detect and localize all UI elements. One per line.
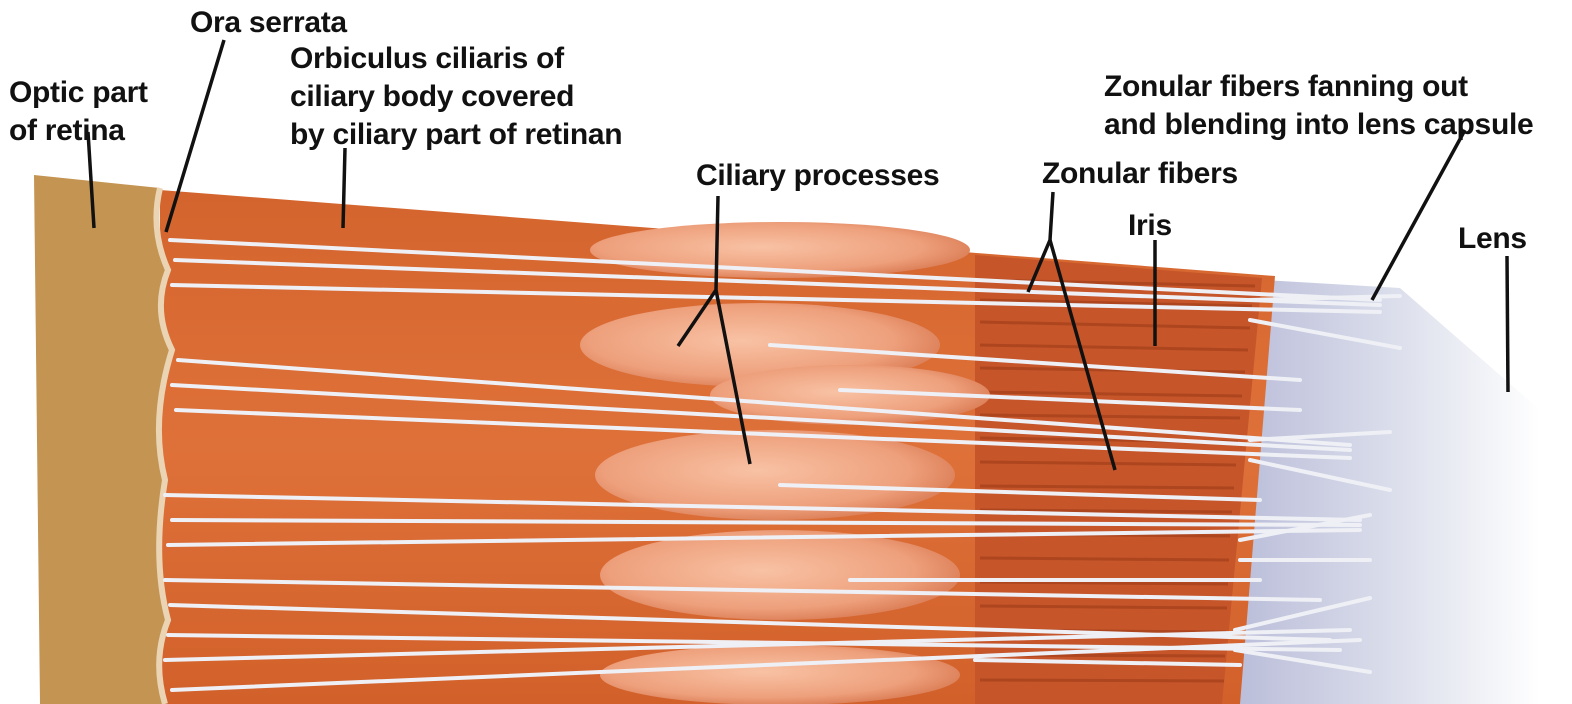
label-lens: Lens (1458, 220, 1527, 258)
label-iris: Iris (1128, 207, 1172, 245)
label-optic-part-of-retina: Optic part of retina (9, 74, 148, 150)
label-orbiculus-ciliaris: Orbiculus ciliaris of ciliary body cover… (290, 40, 622, 154)
label-ciliary-processes: Ciliary processes (696, 157, 939, 195)
label-zonular-fibers-fanning: Zonular fibers fanning out and blending … (1104, 68, 1572, 144)
label-ora-serrata: Ora serrata (190, 4, 347, 42)
optic-retina-region (34, 175, 172, 704)
label-zonular-fibers: Zonular fibers (1042, 155, 1238, 193)
